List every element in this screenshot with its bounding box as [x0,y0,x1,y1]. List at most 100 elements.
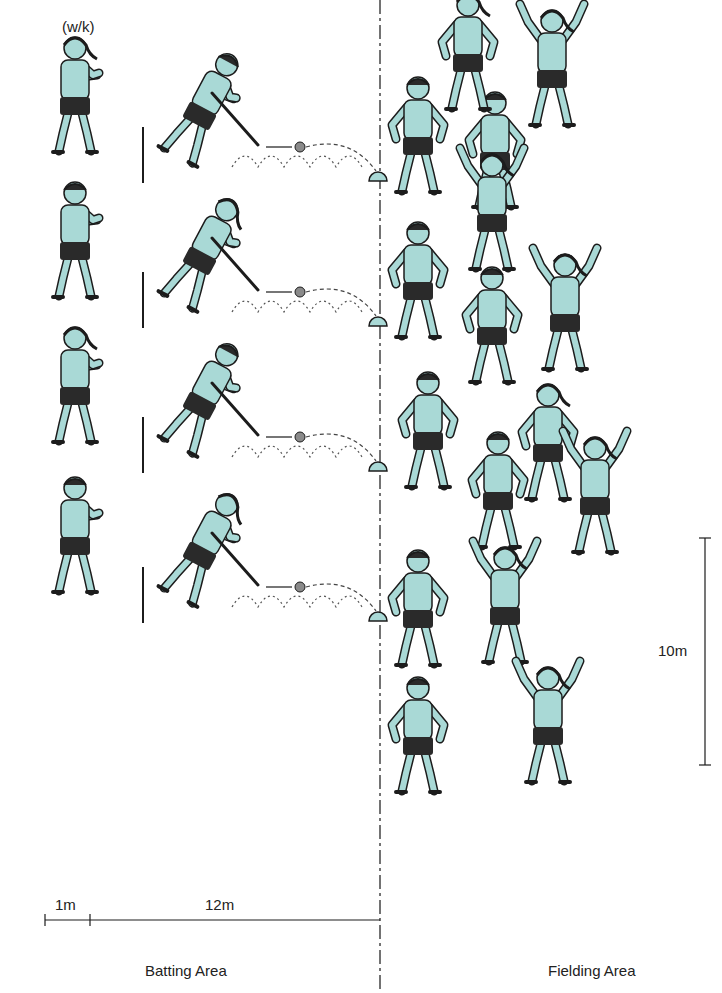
child-figure [159,335,254,458]
head [212,340,242,370]
hair [487,434,509,440]
limb-outline [532,743,541,781]
child-figure [460,148,524,269]
child-figure [159,190,254,313]
hair [218,52,240,68]
dimension-tick [89,914,90,926]
child-figure [442,0,494,109]
shorts [580,497,610,515]
child-figure [472,432,524,547]
shirt [404,100,432,140]
feet [53,150,97,154]
child-figure [392,222,444,337]
ball-bounce-arcs [232,301,362,312]
limb-outline [164,115,190,153]
limb [402,626,411,664]
cone-marker [369,462,387,471]
hair [481,155,514,176]
limb [59,403,68,441]
ball-line [266,146,292,147]
feet [476,545,520,549]
limb-outline [402,626,411,664]
limb-outline [59,403,68,441]
feet [530,123,574,127]
shirt [551,277,579,317]
shorts [483,492,513,510]
hair [537,668,570,689]
shorts [413,432,443,450]
limb [532,460,541,498]
cone-marker [369,317,387,326]
shorts [533,727,563,745]
bat [212,238,258,290]
shirt [581,460,609,500]
limb-outline [164,260,190,298]
limb [82,258,91,296]
dimension-tick [699,764,711,765]
limb-outline [563,431,584,467]
limb [482,508,491,546]
limb [59,113,68,151]
head [64,182,86,204]
area-label: Fielding Area [548,962,636,980]
hair [484,94,506,100]
limb [473,541,494,577]
child-figure [53,182,99,297]
dimension-line [45,919,380,920]
child-figure [53,477,99,592]
limb [164,260,190,298]
dimension-label: 12m [205,896,234,914]
limb [476,230,485,268]
child-figure [402,372,454,487]
shirt [61,205,89,245]
limb [425,753,434,791]
bat [212,383,258,435]
limb [555,460,564,498]
child-figure [159,485,254,608]
limb-outline [475,70,484,108]
dimension-label: 10m [658,642,687,660]
feet [470,380,514,384]
limb-outline [425,626,434,664]
limb-outline [59,258,68,296]
ball-flight-arc [306,434,376,461]
limb-outline [602,513,611,551]
wicket-line [142,417,144,473]
limb [82,403,91,441]
feet [159,146,198,167]
head [481,267,503,289]
head [487,432,509,454]
hair [457,0,490,16]
limb [164,405,190,443]
limb-outline [499,343,508,381]
head [457,0,479,16]
limb-outline [533,248,554,284]
shirt [478,177,506,217]
dimension-tick [699,537,711,538]
limb-outline [164,555,190,593]
limb-outline [425,753,434,791]
child-figure [563,431,627,552]
feet [573,550,617,554]
shirt [61,500,89,540]
shirt [481,115,509,155]
shorts [490,607,520,625]
feet [159,436,198,457]
shorts [403,137,433,155]
limb-outline [473,541,494,577]
ball [295,432,305,442]
limb-outline [532,460,541,498]
shirt [61,60,89,100]
limb [549,330,558,368]
limb-outline [505,508,514,546]
limb [476,343,485,381]
role-label: (w/k) [62,18,95,36]
feet [396,790,440,794]
hair [64,328,97,349]
head [64,477,86,499]
shorts [182,391,217,421]
limb-outline [164,405,190,443]
child-figure [53,327,99,442]
